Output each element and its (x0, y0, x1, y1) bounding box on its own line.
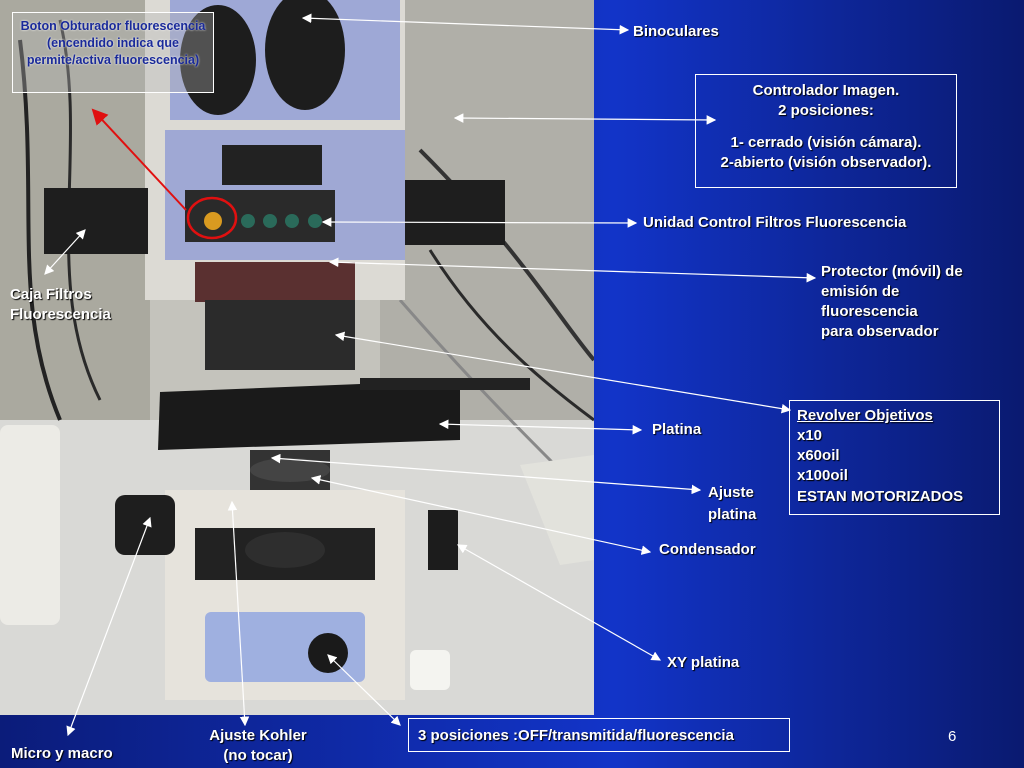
label-protector-1: Protector (móvil) de (821, 263, 963, 280)
label-revolver-x60: x60oil (797, 447, 840, 464)
label-caja-filtros-1: Caja Filtros (10, 286, 92, 303)
label-xy-platina: XY platina (667, 654, 740, 671)
arrow-kohler (227, 500, 250, 727)
label-ajuste-platina-1: Ajuste (708, 484, 754, 501)
controlador-line-5: 2-abierto (visión observador). (720, 154, 932, 171)
arrow-unidad-control (321, 217, 638, 228)
arrow-caja-filtros (44, 229, 86, 275)
label-controlador-box: Controlador Imagen. 2 posiciones: 1- cer… (695, 74, 957, 188)
label-revolver-x10: x10 (797, 427, 823, 444)
arrow-binoculares (301, 13, 630, 35)
label-binoculares: Binoculares (633, 23, 719, 40)
arrow-revolver (334, 331, 792, 414)
highlight-circle (186, 196, 238, 240)
arrow-condensador (310, 475, 652, 555)
label-unidad-control: Unidad Control Filtros Fluorescencia (643, 214, 907, 231)
controlador-line-3 (696, 121, 956, 133)
label-posiciones-box (408, 718, 790, 752)
label-posiciones: 3 posiciones :OFF/transmitida/fluorescen… (418, 727, 734, 744)
arrow-xy-platina (456, 544, 662, 661)
label-revolver-x100: x100oil (797, 467, 848, 484)
label-revolver-title: Revolver Objetivos (797, 407, 933, 424)
label-boton-text: Boton Obturador fluorescencia (encendido… (20, 19, 206, 67)
label-protector-4: para observador (821, 323, 939, 340)
page-number: 6 (948, 728, 957, 745)
arrow-posiciones (327, 654, 401, 726)
label-kohler-2: (no tocar) (223, 747, 293, 764)
label-kohler-1: Ajuste Kohler (209, 727, 307, 744)
arrow-boton-red (91, 108, 187, 211)
label-caja-filtros-2: Fluorescencia (10, 306, 111, 323)
label-protector-3: fluorescencia (821, 303, 918, 320)
controlador-line-1: Controlador Imagen. (752, 82, 900, 99)
label-micro-macro: Micro y macro (11, 745, 113, 762)
label-condensador: Condensador (659, 541, 756, 558)
controlador-line-4: 1- cerrado (visión cámara). (730, 134, 922, 151)
arrow-controlador (453, 113, 717, 125)
label-platina: Platina (652, 421, 702, 438)
label-revolver-motorizados: ESTAN MOTORIZADOS (797, 488, 964, 505)
label-protector-2: emisión de (821, 283, 900, 300)
arrow-platina (438, 419, 643, 435)
label-boton-obturador: Boton Obturador fluorescencia (encendido… (12, 12, 214, 93)
label-revolver-box (789, 400, 1000, 515)
arrow-protector (328, 257, 817, 283)
controlador-line-2: 2 posiciones: (778, 102, 874, 119)
label-ajuste-platina-2: platina (708, 506, 757, 523)
arrow-ajuste-platina (270, 453, 702, 495)
arrow-micro-macro (66, 516, 152, 737)
